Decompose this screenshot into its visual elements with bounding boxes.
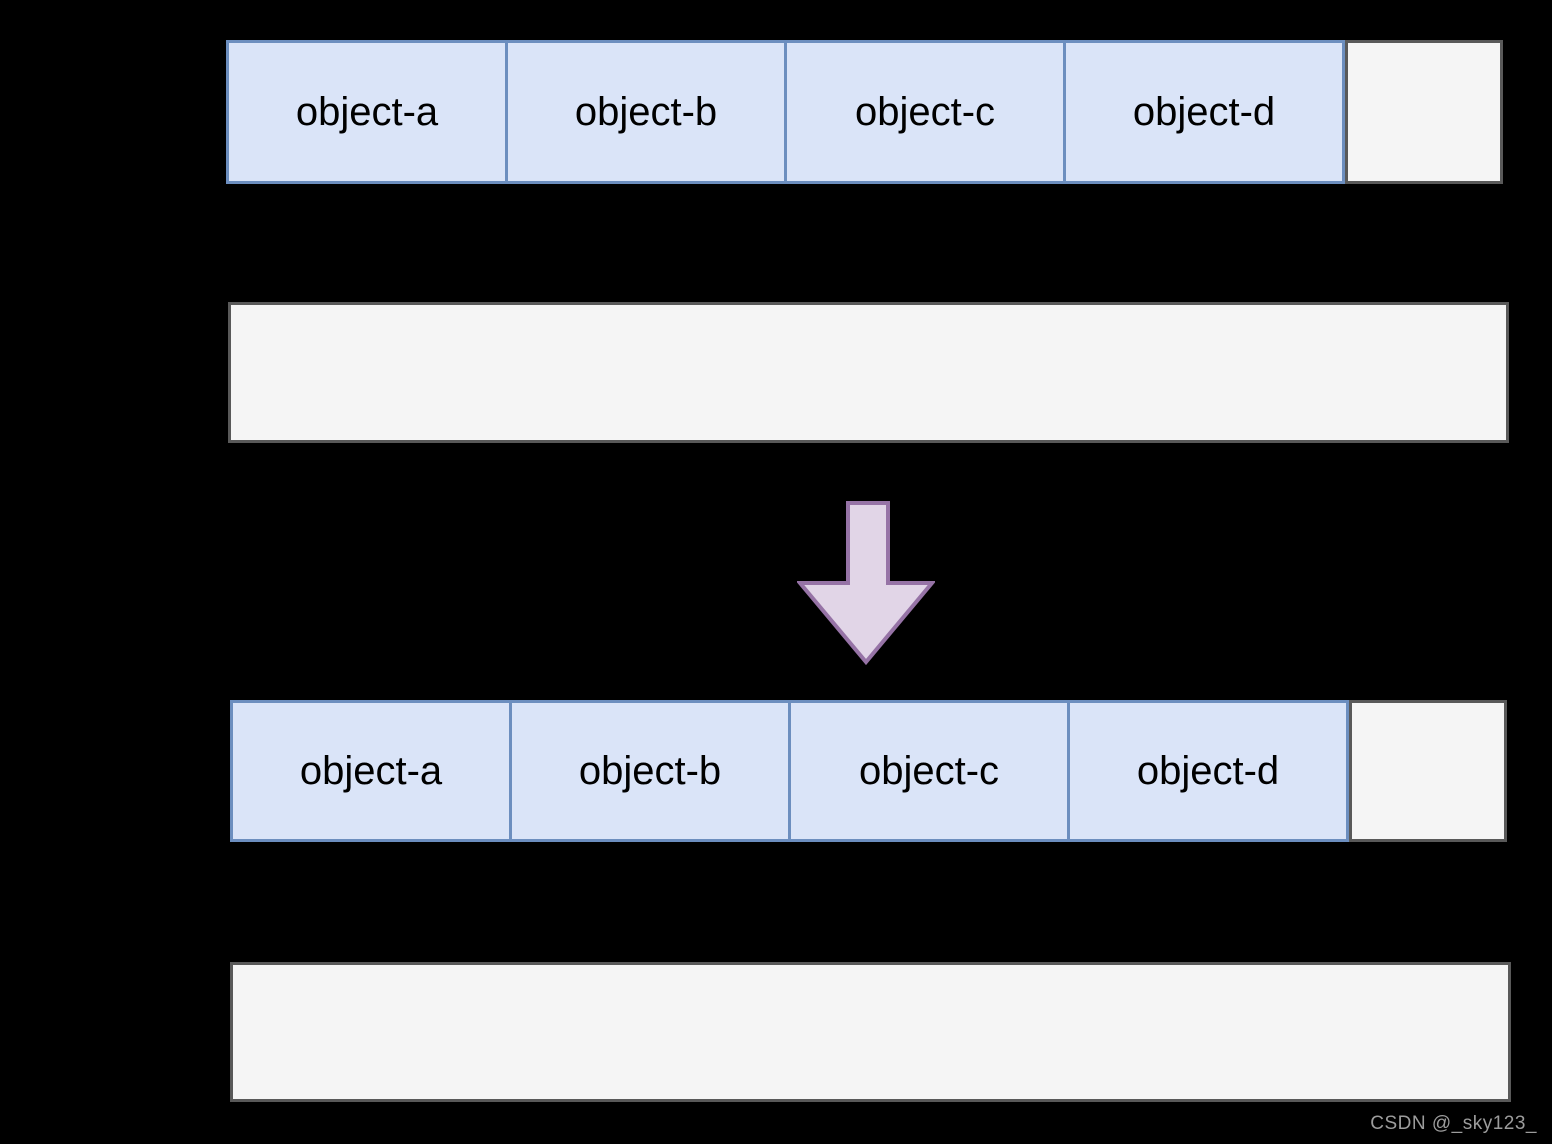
object-cell-a-bottom: object-a (230, 700, 512, 842)
object-row-bottom: object-a object-b object-c object-d (230, 700, 1507, 842)
object-label: object-b (574, 89, 718, 134)
object-cell-b-bottom: object-b (509, 700, 791, 842)
free-space-cell-top (1345, 40, 1503, 184)
object-cell-c-bottom: object-c (788, 700, 1070, 842)
object-label: object-d (1132, 89, 1276, 134)
object-cell-d-bottom: object-d (1067, 700, 1349, 842)
object-label: object-a (295, 89, 439, 134)
object-label: object-a (299, 748, 443, 793)
empty-slab-top (228, 302, 1509, 443)
object-label: object-c (858, 748, 1000, 793)
object-cell-b-top: object-b (505, 40, 787, 184)
object-label: object-d (1136, 748, 1280, 793)
free-space-cell-bottom (1349, 700, 1507, 842)
down-arrow-icon (797, 499, 935, 665)
object-label: object-c (854, 89, 996, 134)
object-cell-d-top: object-d (1063, 40, 1345, 184)
empty-slab-bottom (230, 962, 1511, 1102)
object-label: object-b (578, 748, 722, 793)
object-row-top: object-a object-b object-c object-d (226, 40, 1503, 184)
object-cell-a-top: object-a (226, 40, 508, 184)
watermark: CSDN @_sky123_ (1370, 1113, 1537, 1134)
object-cell-c-top: object-c (784, 40, 1066, 184)
